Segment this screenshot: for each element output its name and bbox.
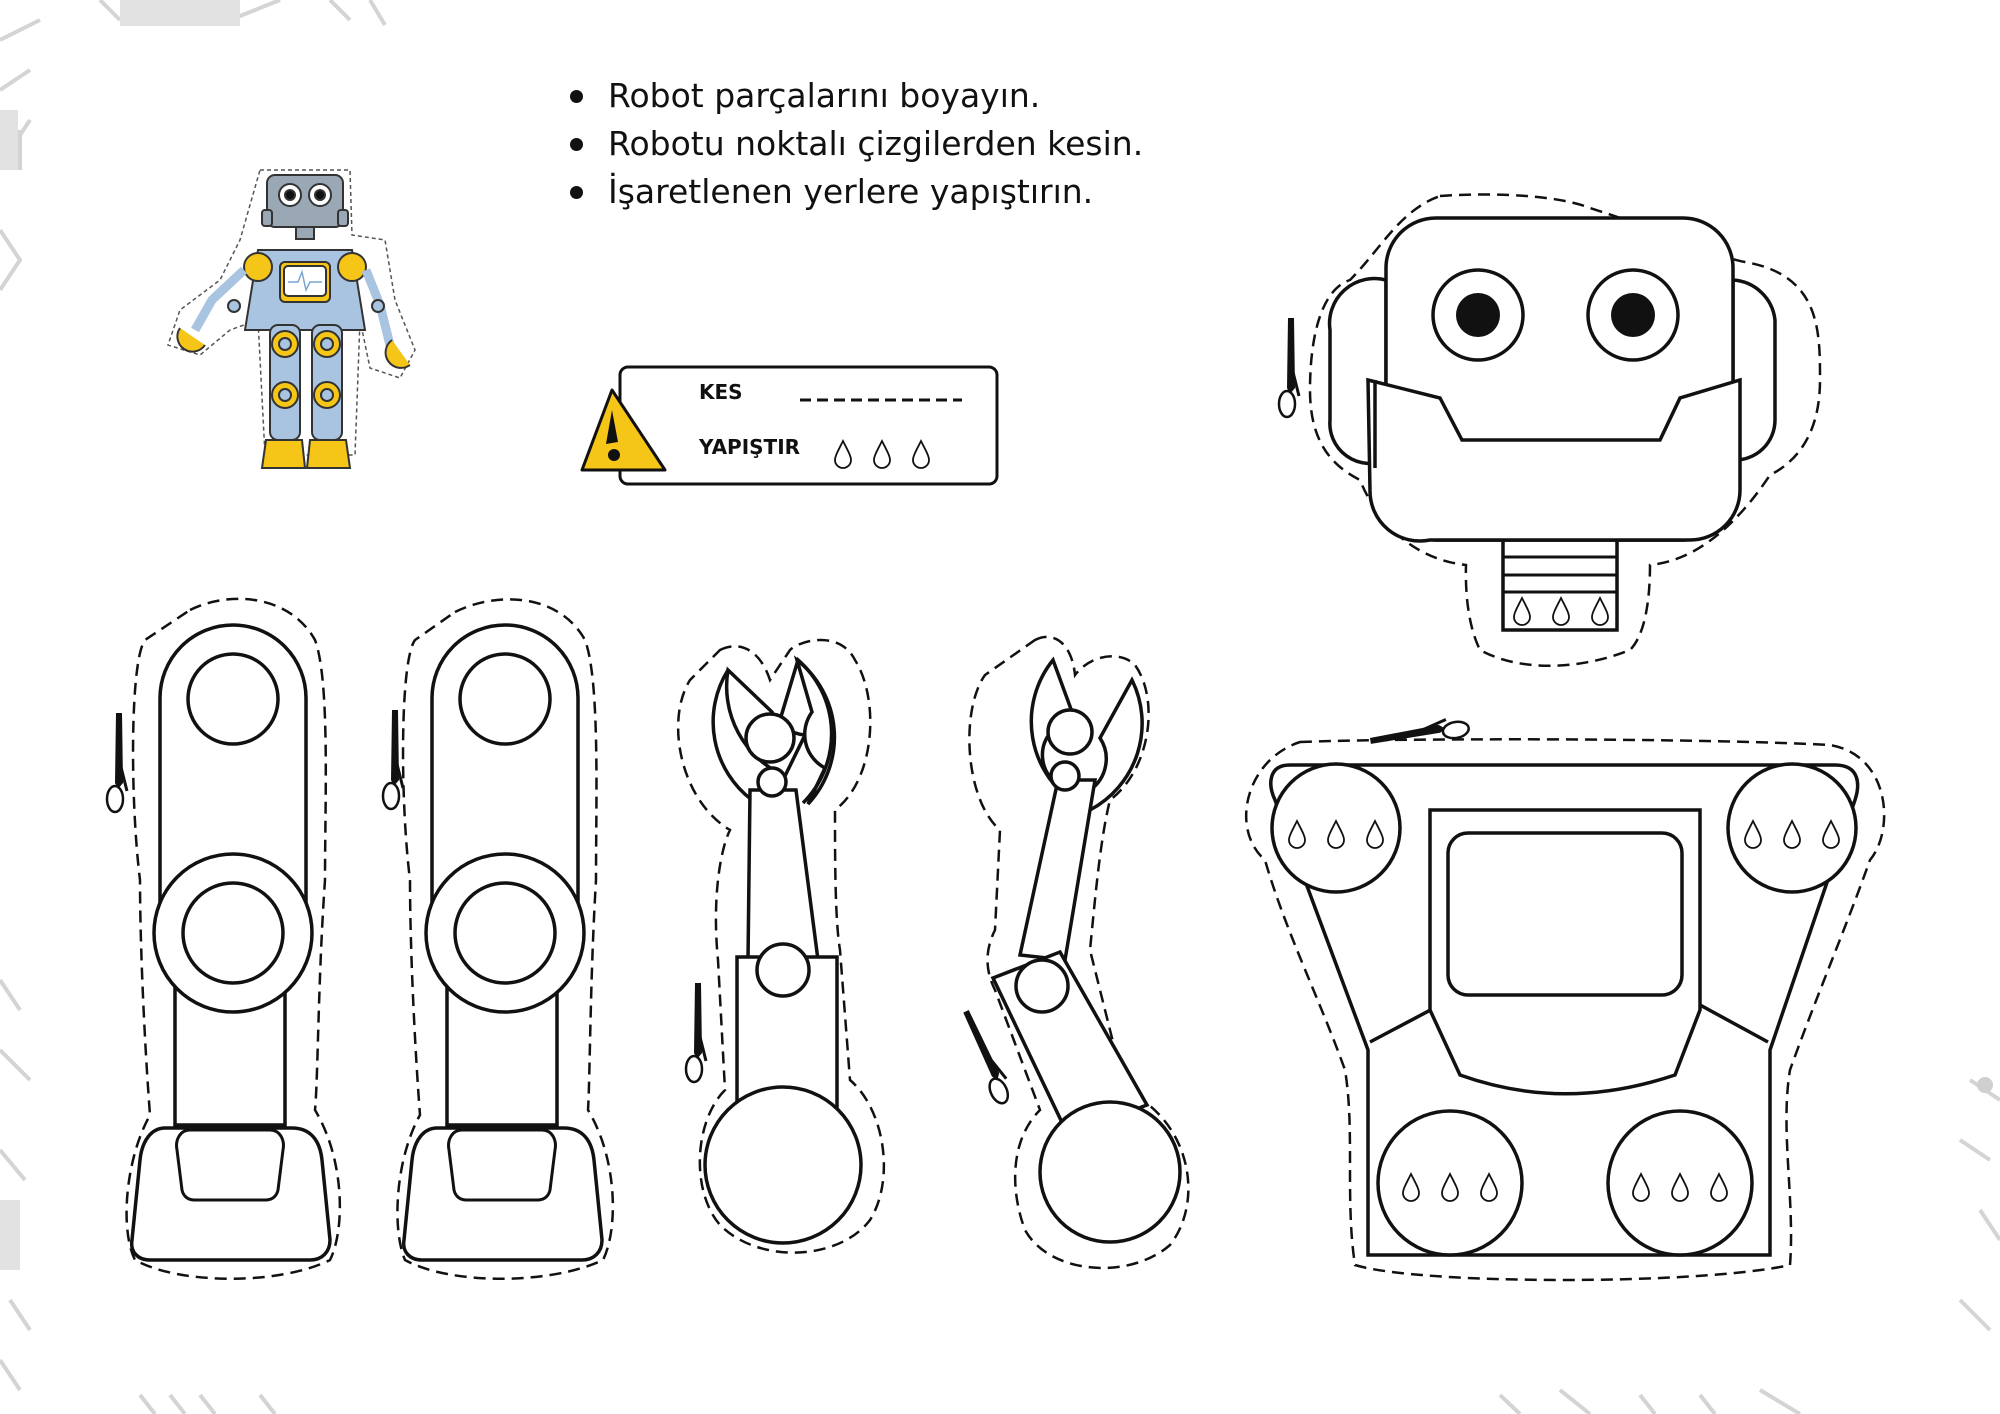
glue-drop-icon <box>1513 597 1531 626</box>
scissors-icon <box>1367 714 1472 755</box>
example-robot <box>167 169 416 469</box>
arm-piece-right <box>968 635 1190 1270</box>
legend-cut-label: KES <box>699 380 743 404</box>
body-piece <box>1244 738 1886 1282</box>
glue-drop-icon <box>1591 597 1609 626</box>
instruction-item: İşaretlenen yerlere yapıştırın. <box>566 168 1143 216</box>
head-piece <box>1308 193 1822 667</box>
legend-box <box>580 365 999 486</box>
instruction-item: Robotu noktalı çizgilerden kesin. <box>566 120 1143 168</box>
decor-block <box>0 1200 20 1270</box>
scissors-icon <box>105 711 129 814</box>
leg-piece-left <box>125 597 342 1280</box>
decor-block <box>120 0 240 26</box>
warning-icon <box>580 388 667 472</box>
legend-glue-label: YAPIŞTIR <box>699 435 801 459</box>
glue-drop-icon <box>1552 597 1570 626</box>
instruction-item: Robot parçalarını boyayın. <box>566 72 1143 120</box>
decor-block <box>0 110 18 170</box>
arm-piece-left <box>677 638 886 1254</box>
scissors-icon <box>684 981 708 1084</box>
decor-dot <box>1977 1077 1993 1093</box>
leg-piece-right <box>396 598 615 1280</box>
instruction-list: Robot parçalarını boyayın. Robotu noktal… <box>566 72 1143 216</box>
scissors-icon <box>1277 316 1301 419</box>
scissors-icon <box>381 708 405 811</box>
